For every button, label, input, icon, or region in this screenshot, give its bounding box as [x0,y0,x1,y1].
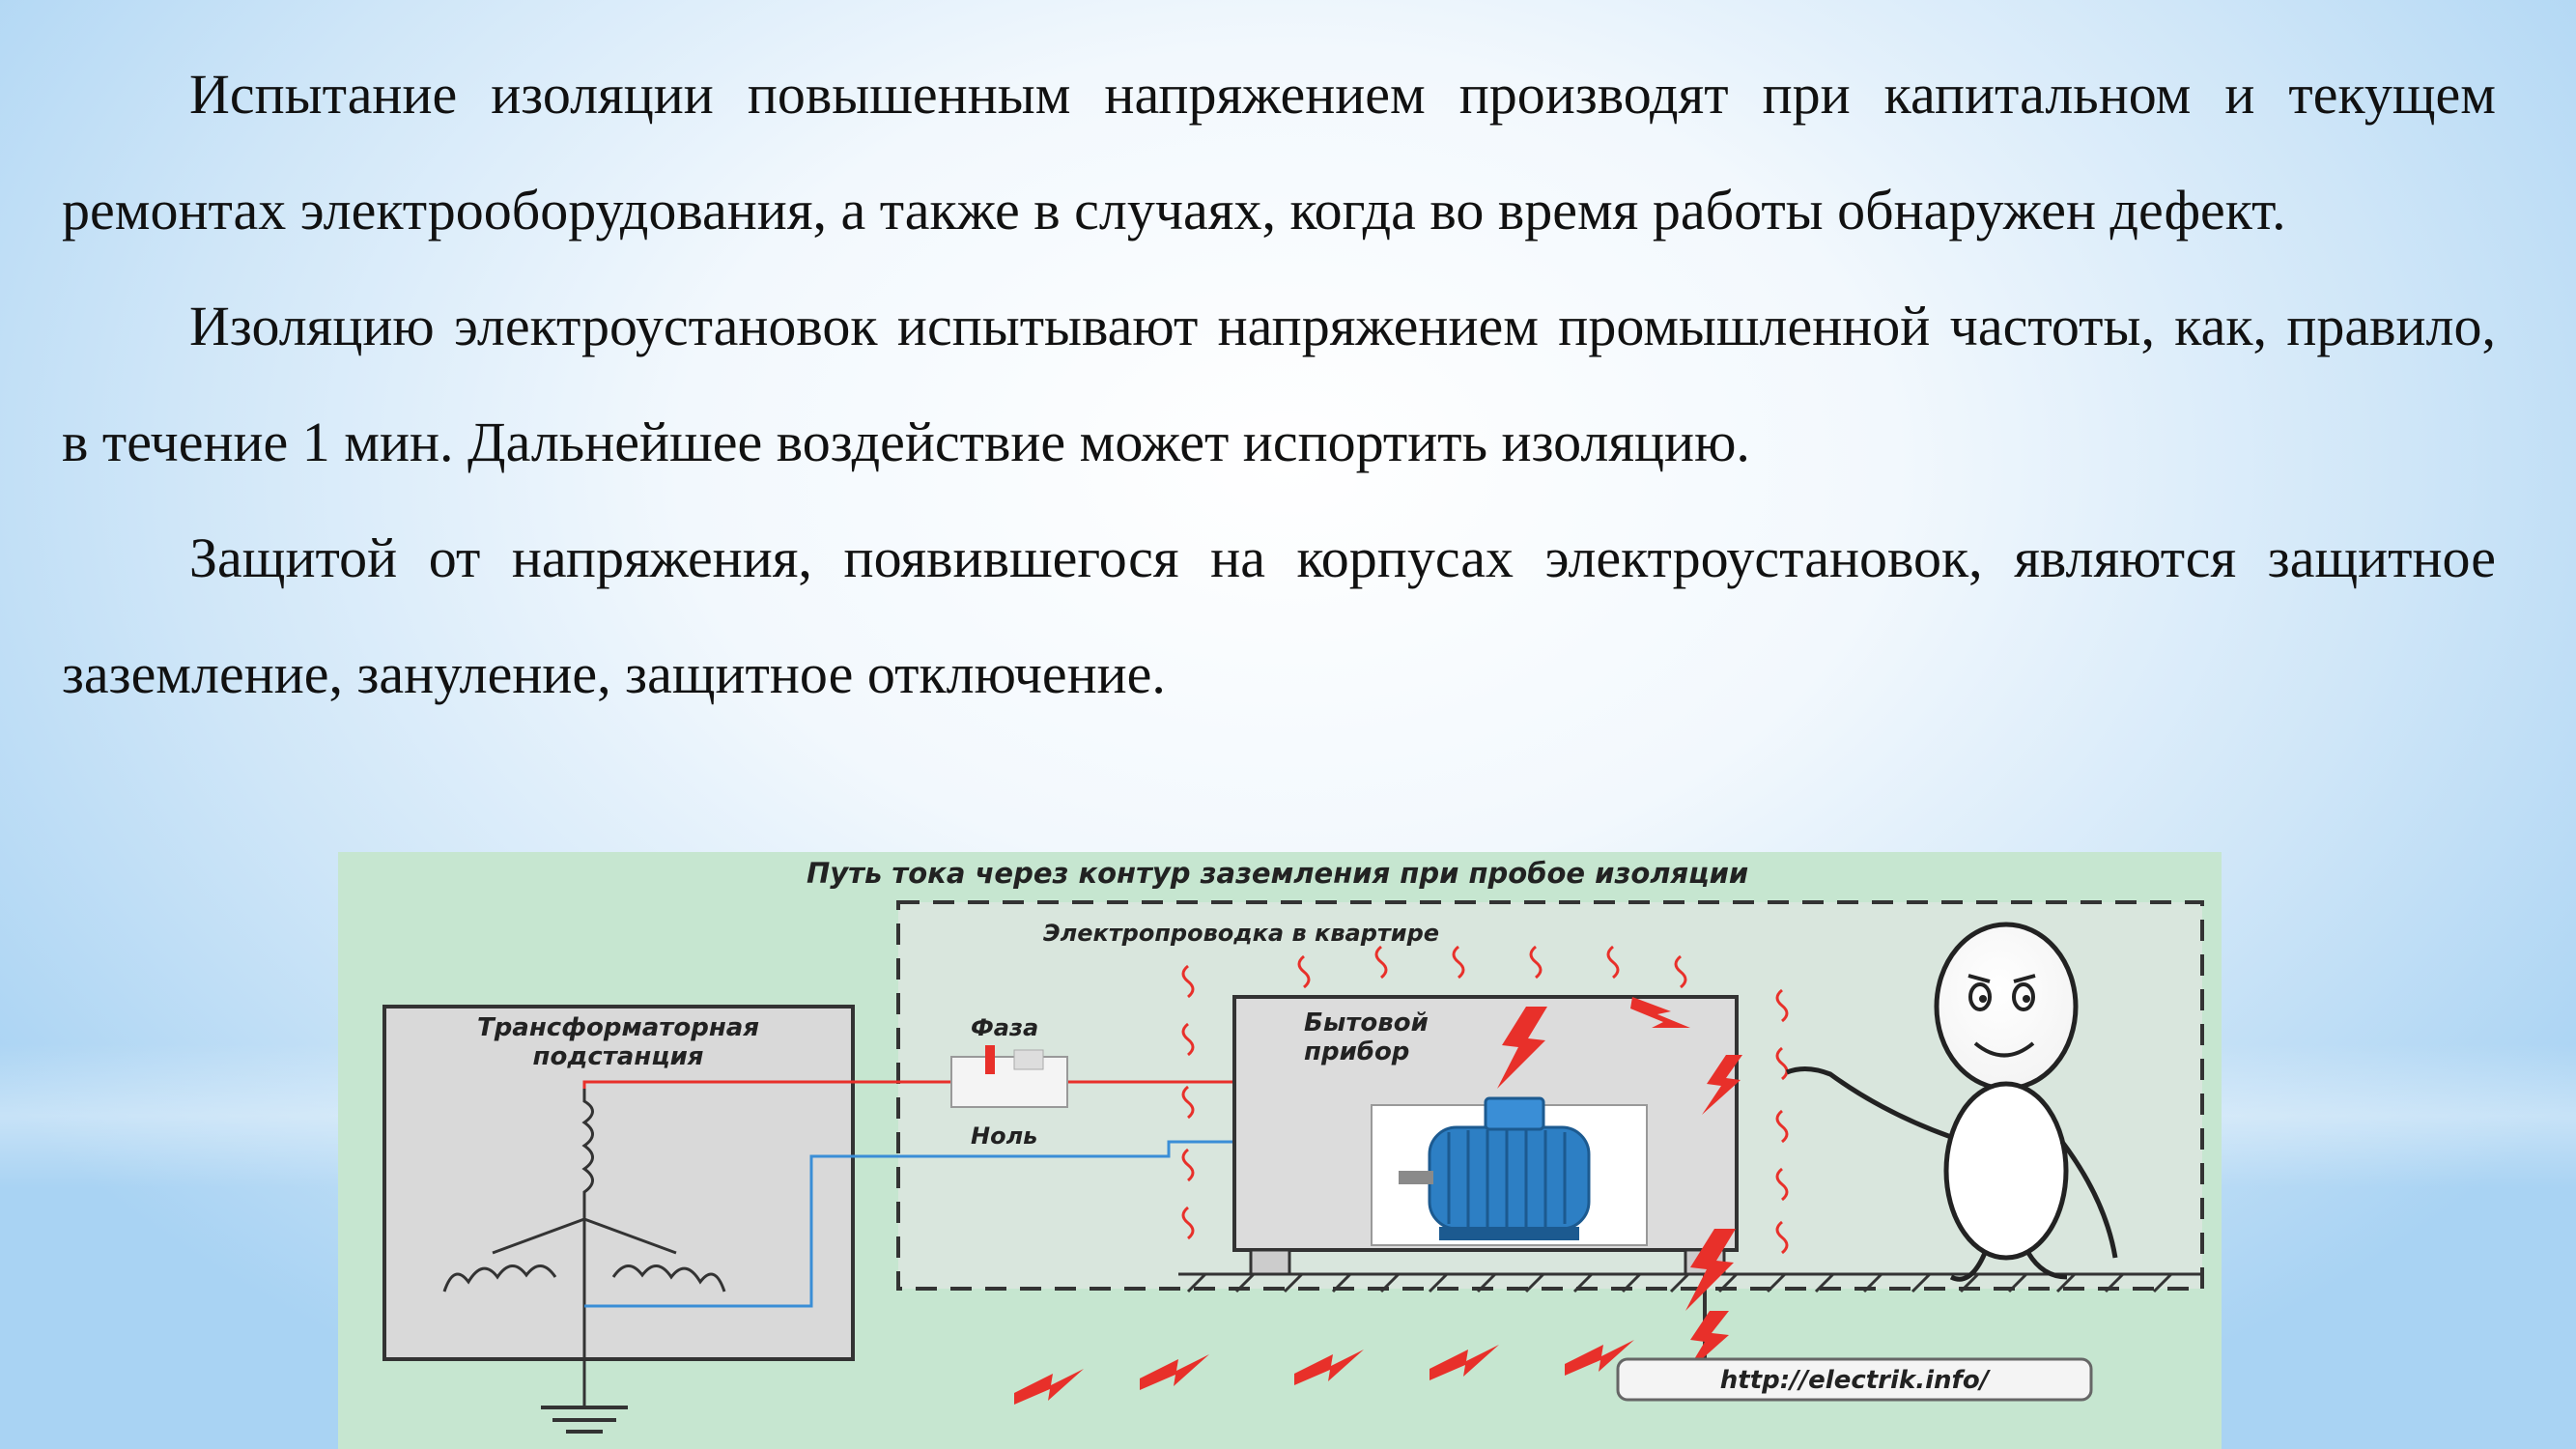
electric-motor-icon [1399,1096,1591,1240]
grounding-diagram: Путь тока через контур заземления при пр… [338,852,2222,1449]
neutral-label: Ноль [971,1122,1037,1150]
phase-label: Фаза [971,1014,1038,1041]
appliance-label-line2: прибор [1304,1037,1409,1066]
substation-ground-icon [541,1406,628,1434]
grounding-diagram-svg: Путь тока через контур заземления при пр… [382,857,2204,1434]
wiring-label: Электропроводка в квартире [1043,920,1439,947]
person-figure [1786,922,2118,1282]
appliance-label-line1: Бытовой [1304,1009,1429,1037]
substation-label-line2: подстанция [533,1042,704,1071]
substation-label-line1: Трансформаторная [477,1013,759,1042]
floor-hatch [1178,1272,2202,1293]
transformer-coils [442,1089,726,1407]
paragraph-2: Изоляцию электроустановок испытывают нап… [62,295,2496,473]
paragraph-3: Защитой от напряжения, появившегося на к… [62,526,2496,705]
text-block: Испытание изоляции повышенным напряжение… [62,37,2496,732]
circuit-breaker-icon [950,1045,1068,1108]
url-label: http://electrik.info/ [1720,1366,1992,1395]
substation-box [382,1005,855,1361]
url-label-box [1616,1357,2093,1402]
heat-waves [1181,945,1789,1255]
paragraph-1: Испытание изоляции повышенным напряжение… [62,63,2496,242]
appliance-leg-left [1249,1248,1291,1276]
diagram-title: Путь тока через контур заземления при пр… [807,857,1748,890]
